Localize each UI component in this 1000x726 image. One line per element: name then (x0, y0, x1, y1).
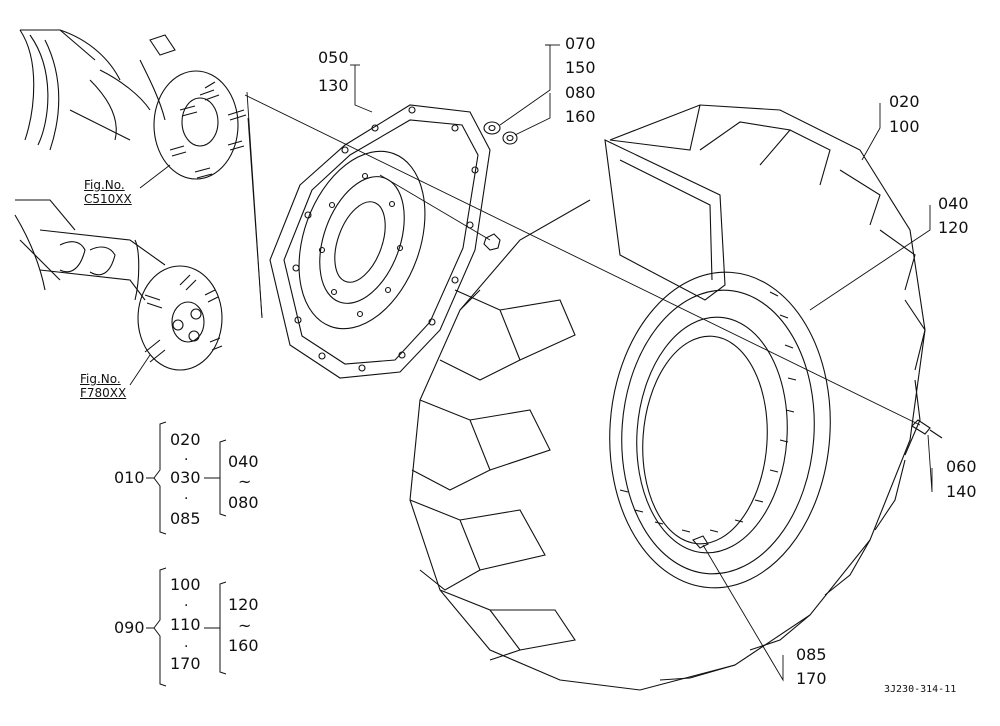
tire-rim (409, 104, 943, 691)
callout-040: 040 (938, 194, 969, 213)
group-010-main: 010 (114, 468, 145, 487)
group-010-range-end: 080 (228, 493, 259, 512)
group-010-item-1: 020 (170, 430, 201, 449)
leader-lines (129, 44, 933, 682)
callout-170: 170 (796, 669, 827, 688)
group-090-item-3: 170 (170, 654, 201, 673)
fig-ref-c510-code: C510XX (84, 192, 132, 207)
callout-160: 160 (565, 107, 596, 126)
group-090-range-tilde: ~ (238, 616, 252, 635)
callout-085: 085 (796, 645, 827, 664)
callout-120: 120 (938, 218, 969, 237)
fig-ref-f780-code: F780XX (80, 386, 127, 401)
wheel-disc (269, 104, 501, 379)
group-090-dot-2: · (184, 639, 189, 655)
group-010-item-2: 030 (170, 468, 201, 487)
group-010-range-start: 040 (228, 452, 259, 471)
fig-ref-c510-label: Fig.No. (84, 178, 125, 192)
group-bracket-090 (146, 567, 227, 687)
fig-ref-f780[interactable]: Fig.No. F780XX (80, 372, 126, 401)
group-090-item-2: 110 (170, 615, 201, 634)
callout-020: 020 (889, 92, 920, 111)
callout-100: 100 (889, 117, 920, 136)
group-010-range-tilde: ~ (238, 472, 252, 491)
callout-130: 130 (318, 76, 349, 95)
group-010-dot-1: · (184, 452, 189, 468)
group-010-dot-2: · (184, 491, 189, 507)
group-bracket-010 (146, 421, 227, 535)
callout-150: 150 (565, 58, 596, 77)
callout-060: 060 (946, 457, 977, 476)
fig-ref-c510[interactable]: Fig.No. C510XX (84, 178, 132, 207)
group-010-item-3: 085 (170, 509, 201, 528)
group-090-main: 090 (114, 618, 145, 637)
group-090-range-start: 120 (228, 595, 259, 614)
axle-hub-f780 (14, 199, 223, 371)
callout-080: 080 (565, 83, 596, 102)
group-090-dot-1: · (184, 598, 189, 614)
callout-070: 070 (565, 34, 596, 53)
drawing-id: 3J230-314-11 (884, 684, 957, 695)
callout-050: 050 (318, 48, 349, 67)
group-090-item-1: 100 (170, 575, 201, 594)
nut-washer (483, 121, 518, 145)
group-090-range-end: 160 (228, 636, 259, 655)
axle-hub-c510 (19, 29, 247, 180)
callout-140: 140 (946, 482, 977, 501)
fig-ref-f780-label: Fig.No. (80, 372, 121, 386)
